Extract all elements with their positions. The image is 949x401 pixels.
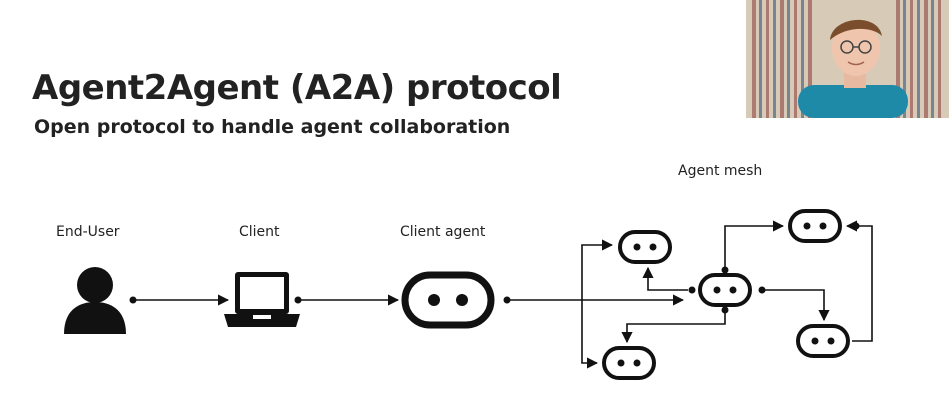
laptop-icon — [224, 272, 300, 327]
mesh-agent-icon — [698, 273, 752, 307]
presenter-webcam — [746, 0, 949, 118]
person-icon — [64, 267, 126, 334]
client-agent-label: Client agent — [400, 224, 486, 240]
client-agent-robot-icon — [401, 271, 495, 329]
mesh-agent-icon — [618, 230, 672, 264]
client-label: Client — [239, 224, 280, 240]
agent-mesh-label: Agent mesh — [678, 163, 763, 179]
slide-subtitle: Open protocol to handle agent collaborat… — [34, 116, 511, 138]
connector-dots — [129, 222, 860, 314]
connector-arrows — [136, 220, 873, 369]
mesh-agent-icon — [602, 346, 656, 380]
presenter-webcam-image — [746, 0, 949, 118]
end-user-label: End-User — [56, 224, 120, 240]
mesh-agent-icon — [796, 324, 850, 358]
mesh-agent-icon — [788, 209, 842, 243]
slide-title: Agent2Agent (A2A) protocol — [32, 68, 562, 108]
